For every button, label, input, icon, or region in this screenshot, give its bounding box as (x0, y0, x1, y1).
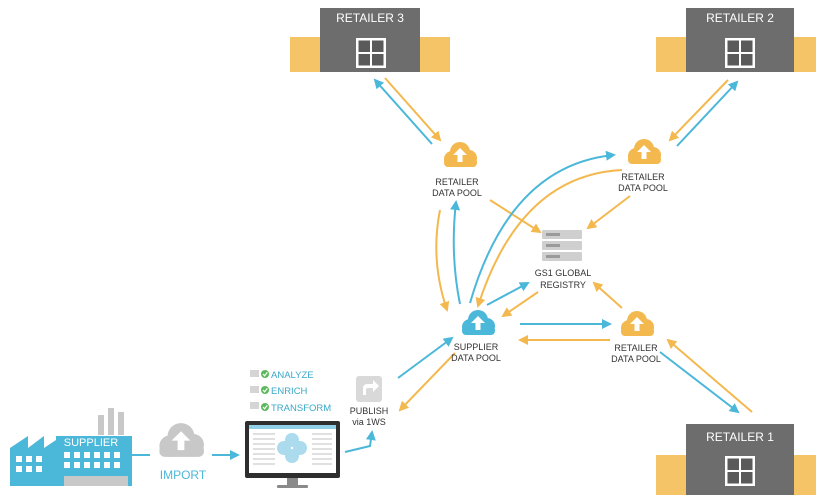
supplier-pool-label-line1: SUPPLIER (454, 342, 499, 352)
retailer-1-building: RETAILER 1 (656, 424, 816, 495)
arrow-pool-to-r2 (676, 80, 739, 147)
cloud-upload-icon (628, 139, 661, 164)
retailer-2-title: RETAILER 2 (706, 11, 774, 25)
pool-label-line2: DATA POOL (611, 354, 661, 364)
arrow-supplier-to-r3pool (450, 200, 461, 305)
monitor-app-screen (245, 421, 340, 488)
pool-label-line1: RETAILER (621, 172, 665, 182)
retailer-3-title: RETAILER 3 (336, 11, 404, 25)
server-stack-icon (542, 230, 582, 261)
check-icon (261, 370, 269, 378)
publish-label-line2: via 1WS (352, 417, 386, 427)
step-transform: TRANSFORM (250, 402, 331, 414)
arrow-r2pool-to-registry (586, 195, 631, 230)
cloud-upload-icon (444, 142, 477, 167)
check-icon (261, 403, 269, 411)
arrow-pool-to-r1 (659, 351, 740, 414)
retailer-1-data-pool: RETAILER DATA POOL (611, 311, 661, 364)
retailer-2-data-pool: RETAILER DATA POOL (618, 139, 668, 193)
arrow-r1-to-pool (666, 338, 753, 413)
arrow-publish-to-supplier (397, 336, 454, 379)
pool-label-line1: RETAILER (435, 177, 479, 187)
publish-label-line1: PUBLISH (350, 406, 389, 416)
arrow-r2pool-to-supplier (475, 169, 623, 308)
factory-icon: SUPPLIER (10, 408, 132, 486)
arrow-supplier-to-r2pool (469, 150, 616, 304)
process-steps: ANALYZE ENRICH TRANSFORM (250, 370, 331, 414)
registry-label-line1: GS1 GLOBAL (535, 268, 592, 278)
arrow-supplier-to-publish (398, 352, 456, 412)
pool-label-line2: DATA POOL (432, 188, 482, 198)
connection-arrows (132, 77, 753, 460)
cloud-upload-icon (159, 423, 204, 457)
supplier-label: SUPPLIER (64, 437, 118, 449)
step-enrich: ENRICH (250, 386, 308, 397)
registry-label-line2: REGISTRY (540, 280, 586, 290)
retailer-1-title: RETAILER 1 (706, 430, 774, 444)
check-icon (261, 386, 269, 394)
arrow-r1pool-to-registry (592, 281, 623, 309)
arrow-monitor-to-publish (344, 430, 376, 453)
step-analyze: ANALYZE (250, 370, 314, 381)
cloud-upload-icon (462, 310, 495, 335)
import-label: IMPORT (160, 468, 207, 482)
arrow-r3-to-pool (384, 77, 442, 142)
step-label: TRANSFORM (271, 403, 331, 414)
step-label: ANALYZE (271, 370, 314, 381)
arrow-supplier-to-registry (486, 282, 530, 306)
arrow-r3pool-to-registry (489, 199, 542, 234)
arrow-r2-to-pool (668, 79, 729, 142)
publish-step: PUBLISH via 1WS (350, 376, 389, 427)
window-icon (725, 456, 755, 486)
window-icon (725, 38, 755, 68)
supplier-data-pool: SUPPLIER DATA POOL (451, 310, 501, 363)
step-label: ENRICH (271, 386, 308, 397)
share-arrow-icon (363, 380, 379, 395)
import-step: IMPORT (159, 423, 207, 482)
arrow-registry-to-supplier (501, 291, 539, 318)
cloud-upload-icon (621, 311, 654, 336)
supplier-pool-label-line2: DATA POOL (451, 353, 501, 363)
window-icon (356, 38, 386, 68)
gs1-global-registry: GS1 GLOBAL REGISTRY (535, 230, 592, 290)
arrow-pool-to-r3 (373, 78, 433, 145)
arrow-r3pool-to-supplier (435, 209, 450, 312)
pool-label-line2: DATA POOL (618, 183, 668, 193)
retailer-3-building: RETAILER 3 (290, 8, 450, 72)
retailer-3-data-pool: RETAILER DATA POOL (432, 142, 482, 198)
retailer-2-building: RETAILER 2 (656, 8, 816, 72)
pool-label-line1: RETAILER (614, 343, 658, 353)
